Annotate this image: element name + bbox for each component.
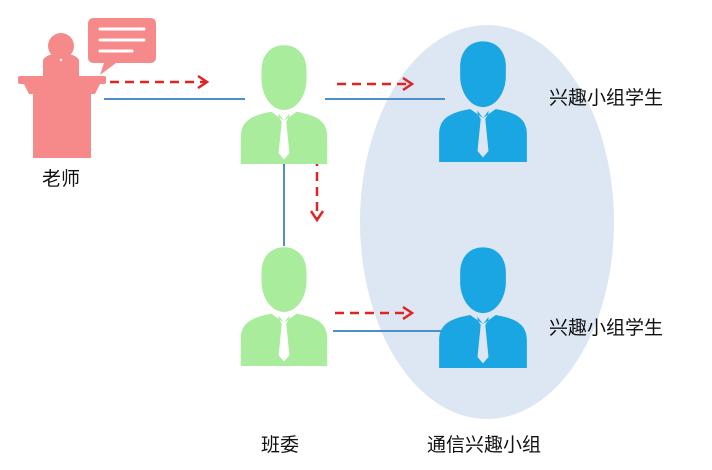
interest-group-label: 通信兴趣小组 [427, 434, 542, 456]
teacher-at-podium-icon [18, 33, 106, 158]
arrow-monitor-to-student-top [337, 76, 415, 92]
arrow-teacher-to-monitor [110, 74, 210, 90]
student-bottom-label: 兴趣小组学生 [549, 317, 664, 339]
message-arrows [110, 74, 415, 321]
monitor-bottom-person-icon [240, 247, 328, 366]
teacher-label: 老师 [42, 168, 81, 190]
monitor-top-person-icon [240, 45, 328, 164]
arrow-monitor-to-student-bottom [335, 305, 415, 321]
arrow-monitor-down [309, 157, 325, 223]
connector-lines [104, 98, 445, 332]
interest-group-zone [360, 25, 614, 419]
student-top-label: 兴趣小组学生 [549, 87, 664, 109]
speech-bubble-icon [88, 18, 156, 75]
monitor-label: 班委 [261, 434, 300, 456]
